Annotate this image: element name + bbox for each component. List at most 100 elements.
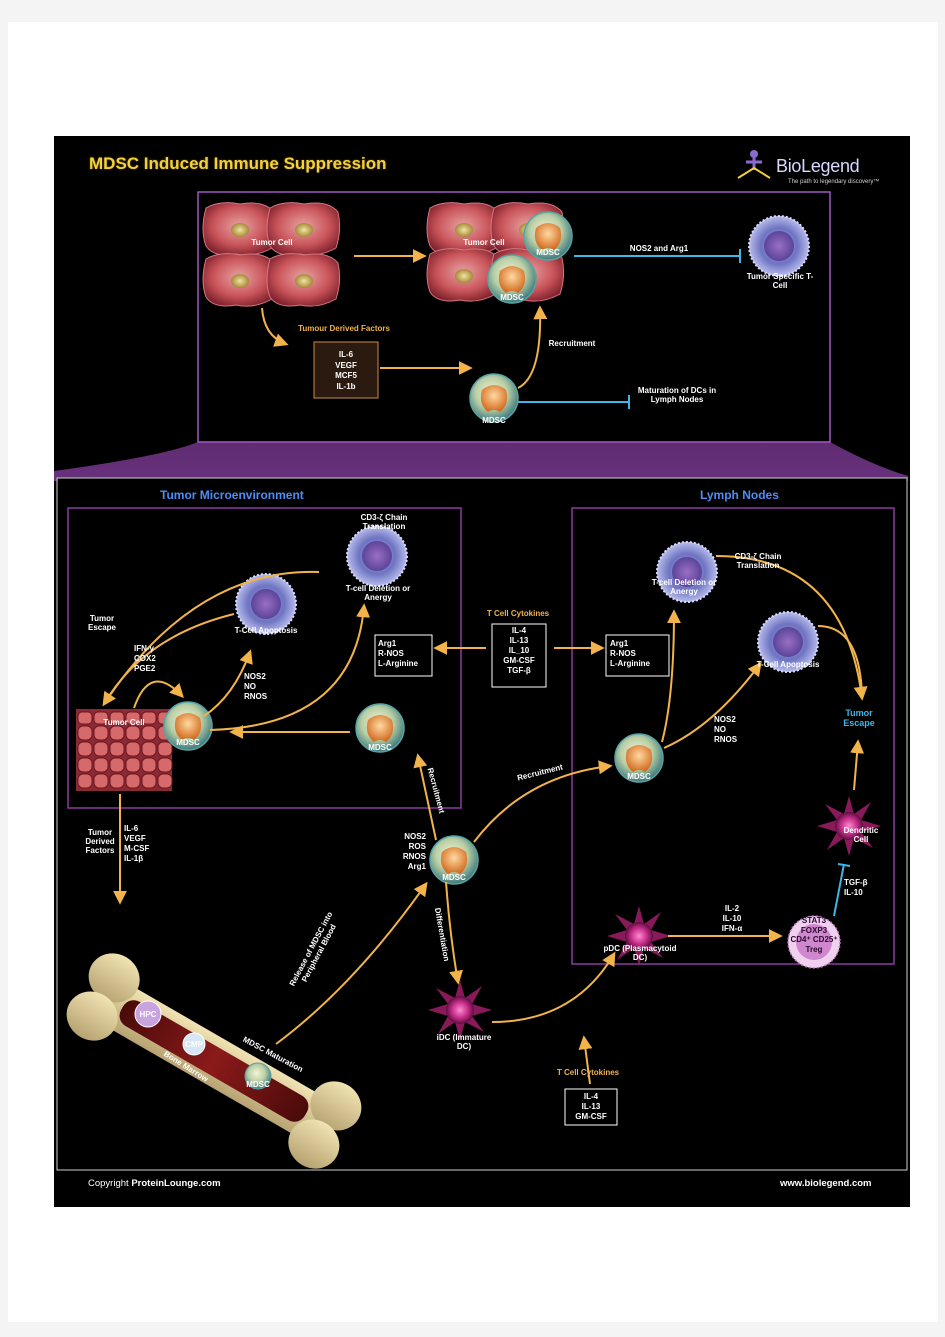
copyright: Copyright ProteinLounge.com [88, 1178, 221, 1189]
treg-label: STAT3 FOXP3 CD4⁺ CD25⁺ Treg [780, 916, 848, 954]
factor-item: M-CSF [124, 844, 150, 853]
tcell-deletion-label: T-cell Deletion or Anergy [651, 578, 717, 596]
recruitment-label: Recruitment [548, 339, 596, 348]
tumour-derived-factors-label: Tumour Derived Factors [298, 324, 390, 333]
factors-list: IL-6 VEGF M-CSF IL-1β [124, 824, 164, 864]
cytokine-item: TGF-β [507, 666, 531, 675]
ifn-list: IFN-γ COX2 PGE2 [134, 644, 178, 674]
tumor-derived-factors-label: Tumor Derived Factors [85, 828, 115, 855]
website-link[interactable]: www.biolegend.com [780, 1178, 872, 1189]
tcell-cytokines-label: T Cell Cytokines [556, 1068, 620, 1077]
page-title: MDSC Induced Immune Suppression [89, 154, 387, 173]
cytokine-item: IL_10 [508, 646, 530, 655]
mdsc-markers: NOS2 ROS RNOS Arg1 [388, 832, 426, 872]
tumor-specific-tcell-label: Tumor Specific T-Cell [746, 272, 814, 290]
cytokines-list: IL-4 IL-13 GM-CSF [565, 1092, 617, 1122]
maturation-dcs-label: Maturation of DCs in Lymph Nodes [637, 386, 717, 404]
marker-item: Arg1 [407, 862, 426, 871]
treg-item: STAT3 [801, 916, 827, 925]
marker-item: ROS [408, 842, 426, 851]
cytokine-item: GM-CSF [503, 656, 535, 665]
treg-item: FOXP3 [800, 925, 828, 935]
marker-item: L-Arginine [378, 659, 418, 668]
dendritic-cell-label: Dendritic Cell [843, 826, 879, 844]
mdsc-label: MDSC [536, 248, 560, 257]
factor-item: IL-6 [124, 824, 139, 833]
tumor-escape-label: Tumor Escape [843, 708, 875, 728]
tumor-cell-label: Tumor Cell [251, 238, 293, 247]
tgf-list: TGF-β IL-10 [844, 878, 884, 898]
factor-item: IL-6 [338, 350, 354, 359]
cmp-label: CMP [185, 1040, 203, 1049]
factor-item: VEGF [335, 360, 357, 370]
marker-item: R-NOS [378, 649, 404, 658]
marker-item: PGE2 [134, 664, 156, 673]
cytokines-list: IL-4 IL-13 IL_10 GM-CSF TGF-β [492, 626, 546, 676]
brand-tagline: The path to legendary discovery™ [788, 179, 880, 185]
tumor-microenvironment-heading: Tumor Microenvironment [160, 488, 304, 502]
marker-item: IL-2 [724, 904, 740, 913]
tcell-deletion-label: T-cell Deletion or Anergy [345, 584, 411, 602]
copyright-prefix: Copyright [88, 1178, 132, 1189]
factor-item: IL-1b [336, 381, 356, 391]
factor-item: IL-1β [124, 854, 144, 863]
mdsc-label: MDSC [442, 873, 466, 882]
arg-box: Arg1 R-NOS L-Arginine [610, 639, 668, 669]
poster: MDSC Induced Immune Suppression BioLegen… [54, 136, 910, 1207]
cd3-chain-label: CD3-ζ Chain Translation [360, 513, 408, 531]
hpc-label: HPC [139, 1010, 157, 1019]
mdsc-label: MDSC [482, 416, 506, 425]
nos-list: NOS2 NO RNOS [244, 672, 288, 702]
marker-item: L-Arginine [610, 659, 650, 668]
tumor-escape-label: Tumor Escape [87, 614, 117, 632]
biolegend-logo-icon [737, 150, 771, 179]
cytokine-item: IL-13 [509, 636, 529, 645]
diagram-graphics [54, 191, 908, 1171]
marker-item: NO [244, 682, 256, 691]
cd3-chain-label: CD3-ζ Chain Translation [734, 552, 782, 570]
cytokine-item: IL-13 [581, 1102, 601, 1111]
marker-item: NOS2 [714, 715, 736, 724]
marker-item: NO [714, 725, 726, 734]
idc-label: iDC (Immature DC) [436, 1033, 492, 1051]
marker-item: Arg1 [378, 639, 397, 648]
cytokine-item: IL-4 [511, 626, 527, 635]
tcell-apoptosis-label: T-Cell Apoptosis [234, 626, 298, 635]
nos-list: NOS2 NO RNOS [714, 715, 758, 745]
arg-box: Arg1 R-NOS L-Arginine [378, 639, 432, 669]
lymph-nodes-heading: Lymph Nodes [700, 488, 779, 502]
treg-item: Treg [805, 944, 823, 954]
mdsc-label: MDSC [500, 293, 524, 302]
cytokine-item: IL-4 [583, 1092, 599, 1101]
nos2-arg1-label: NOS2 and Arg1 [629, 244, 689, 253]
copyright-brand: ProteinLounge.com [131, 1178, 221, 1189]
mdsc-label: MDSC [246, 1080, 270, 1089]
factor-item: VEGF [124, 834, 146, 843]
mdsc-label: MDSC [176, 738, 200, 747]
cytokine-item: GM-CSF [575, 1112, 607, 1121]
marker-item: RNOS [244, 692, 268, 701]
marker-item: R-NOS [610, 649, 636, 658]
marker-item: NOS2 [404, 832, 426, 841]
factor-item: MCF5 [335, 371, 357, 380]
marker-item: RNOS [714, 735, 738, 744]
tumor-cell-label: Tumor Cell [103, 718, 145, 727]
marker-item: TGF-β [844, 878, 868, 887]
brand-name: BioLegend [776, 156, 860, 176]
marker-item: RNOS [402, 852, 426, 861]
tcell-cytokines-label: T Cell Cytokines [486, 609, 550, 618]
marker-item: IFN-γ [134, 644, 154, 653]
treg-item: CD4⁺ CD25⁺ [790, 935, 838, 944]
marker-item: Arg1 [610, 639, 629, 648]
tcell-apoptosis-label: T-Cell Apoptosis [756, 660, 820, 669]
marker-item: COX2 [134, 654, 156, 663]
mdsc-label: MDSC [627, 772, 651, 781]
marker-item: NOS2 [244, 672, 266, 681]
tumor-cell-label: Tumor Cell [463, 238, 505, 247]
factors-list: IL-6 VEGF MCF5 IL-1b [320, 350, 372, 392]
mdsc-label: MDSC [368, 743, 392, 752]
marker-item: IL-10 [844, 888, 863, 897]
pdc-label: pDC (Plasmacytoid DC) [603, 944, 677, 962]
marker-item: IL-10 [722, 914, 742, 923]
il-list: IL-2 IL-10 IFN-α [710, 904, 754, 934]
